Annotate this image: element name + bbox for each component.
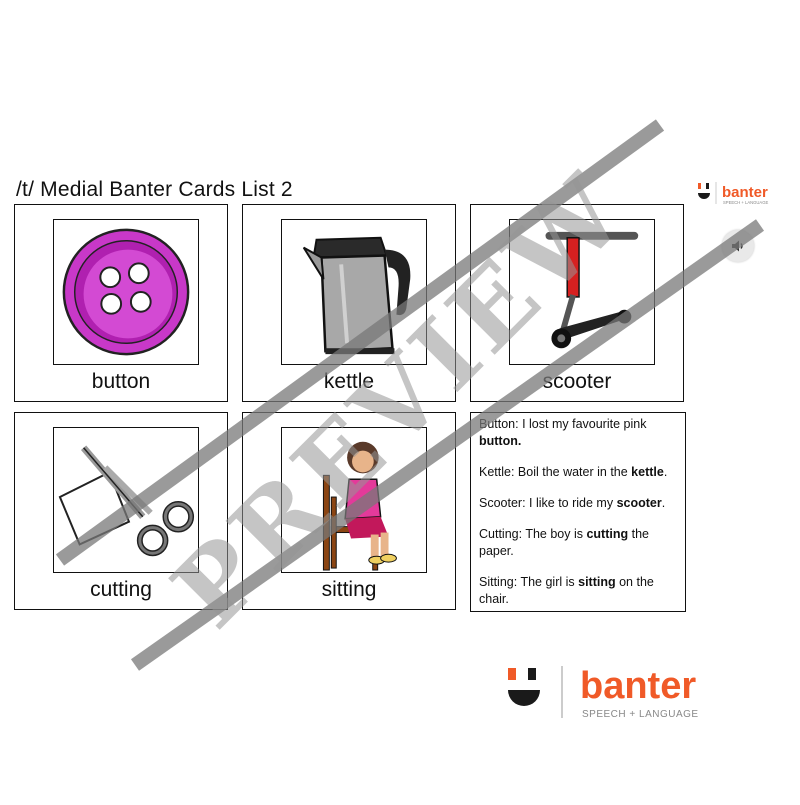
sentence-kettle: Kettle: Boil the water in the kettle. (479, 465, 668, 479)
card-word: kettle (323, 370, 375, 393)
svg-text:SPEECH + LANGUAGE: SPEECH + LANGUAGE (723, 200, 768, 205)
sentence-cutting: Cutting: The boy is cutting the paper. (479, 527, 649, 558)
sentence-button: Button: I lost my favourite pink button. (479, 417, 647, 448)
sentence-sitting: Sitting: The girl is sitting on the chai… (479, 575, 654, 606)
sitting-image (281, 427, 427, 573)
card-cutting: cutting (14, 412, 228, 610)
svg-text:banter: banter (722, 184, 768, 201)
card-sitting: sitting (242, 412, 456, 610)
cutting-image (53, 427, 199, 573)
card-button: button (14, 204, 228, 402)
card-kettle: kettle (242, 204, 456, 402)
card-word: cutting (90, 578, 152, 601)
scooter-image (509, 219, 655, 365)
audio-play-button[interactable] (722, 230, 754, 262)
banter-logo-large: banter SPEECH + LANGUAGE (504, 662, 734, 724)
svg-text:SPEECH + LANGUAGE: SPEECH + LANGUAGE (582, 709, 699, 720)
sentence-scooter: Scooter: I like to ride my scooter. (479, 496, 666, 510)
sentences-panel: Button: I lost my favourite pink button.… (470, 412, 686, 612)
speaker-icon (732, 240, 743, 252)
card-word: button (91, 370, 151, 393)
svg-text:banter: banter (580, 665, 696, 707)
button-image (53, 219, 199, 365)
card-word: scooter (542, 370, 612, 393)
card-word: sitting (321, 578, 377, 601)
card-scooter: scooter (470, 204, 684, 402)
page-title: /t/ Medial Banter Cards List 2 (16, 178, 293, 201)
kettle-image (281, 219, 427, 365)
banter-logo-small: banter SPEECH + LANGUAGE (696, 180, 792, 208)
